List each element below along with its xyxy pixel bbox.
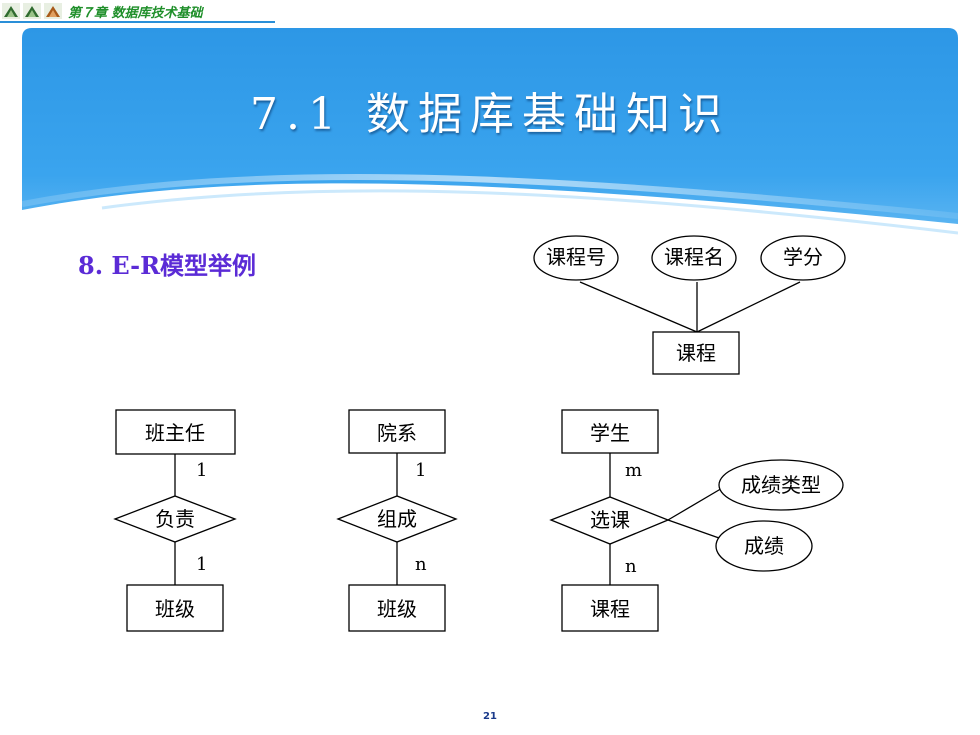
title-banner	[22, 28, 958, 238]
chapter-header: 第７章 数据库技术基础	[0, 0, 275, 23]
attribute-ellipse: 成绩类型	[718, 459, 844, 511]
entity-box: 课程	[652, 331, 740, 375]
cardinality-label: n	[415, 554, 427, 575]
attribute-ellipse: 课程名	[651, 235, 737, 281]
svg-text:班级: 班级	[155, 597, 195, 621]
cardinality-label: 1	[196, 460, 207, 481]
pen-icon	[2, 3, 20, 19]
svg-text:选课: 选课	[590, 508, 630, 532]
slide-subtitle: 8. E-R模型举例	[78, 251, 257, 280]
svg-text:课程名: 课程名	[664, 245, 724, 269]
svg-text:成绩类型: 成绩类型	[741, 473, 821, 497]
svg-text:班主任: 班主任	[145, 421, 205, 445]
svg-text:学生: 学生	[590, 421, 630, 445]
course-attribute-group: 课程号 课程名 学分 课程	[533, 235, 846, 375]
cardinality-label: 1	[415, 460, 426, 481]
entity-box: 班级	[126, 584, 224, 632]
attribute-ellipse: 成绩	[715, 520, 813, 572]
cardinality-label: 1	[196, 554, 207, 575]
entity-box: 班主任	[115, 409, 236, 455]
svg-text:学分: 学分	[783, 245, 823, 269]
svg-text:院系: 院系	[377, 421, 417, 445]
connector-line	[696, 281, 801, 333]
entity-box: 学生	[561, 409, 659, 454]
cardinality-label: m	[625, 460, 642, 481]
svg-text:课程: 课程	[676, 341, 716, 365]
svg-text:课程: 课程	[590, 597, 630, 621]
slide-title: 7.1 数据库基础知识	[250, 89, 730, 140]
relationship-diamond: 组成	[336, 495, 458, 543]
attribute-ellipse: 课程号	[533, 235, 619, 281]
page-number: 21	[483, 711, 497, 722]
svg-text:组成: 组成	[377, 507, 417, 531]
svg-text:班级: 班级	[377, 597, 417, 621]
student-course-relation: 学生 m 选课 n 课程 成绩类型 成绩	[549, 409, 844, 632]
svg-text:课程号: 课程号	[546, 245, 606, 269]
dept-class-relation: 院系 1 组成 n 班级	[336, 409, 458, 632]
entity-box: 班级	[348, 584, 446, 632]
entity-box: 院系	[348, 409, 446, 454]
attribute-ellipse: 学分	[760, 235, 846, 281]
pen-icon	[44, 3, 62, 19]
teacher-class-relation: 班主任 1 负责 1 班级	[113, 409, 237, 632]
header-divider	[0, 21, 275, 23]
pen-icon	[23, 3, 41, 19]
svg-text:成绩: 成绩	[744, 534, 784, 558]
chapter-title: 第７章 数据库技术基础	[68, 6, 203, 21]
relationship-diamond: 负责	[113, 495, 237, 543]
entity-box: 课程	[561, 584, 659, 632]
relationship-diamond: 选课	[549, 496, 670, 545]
cardinality-label: n	[625, 556, 637, 577]
connector-line	[579, 281, 698, 333]
svg-text:负责: 负责	[155, 507, 195, 531]
